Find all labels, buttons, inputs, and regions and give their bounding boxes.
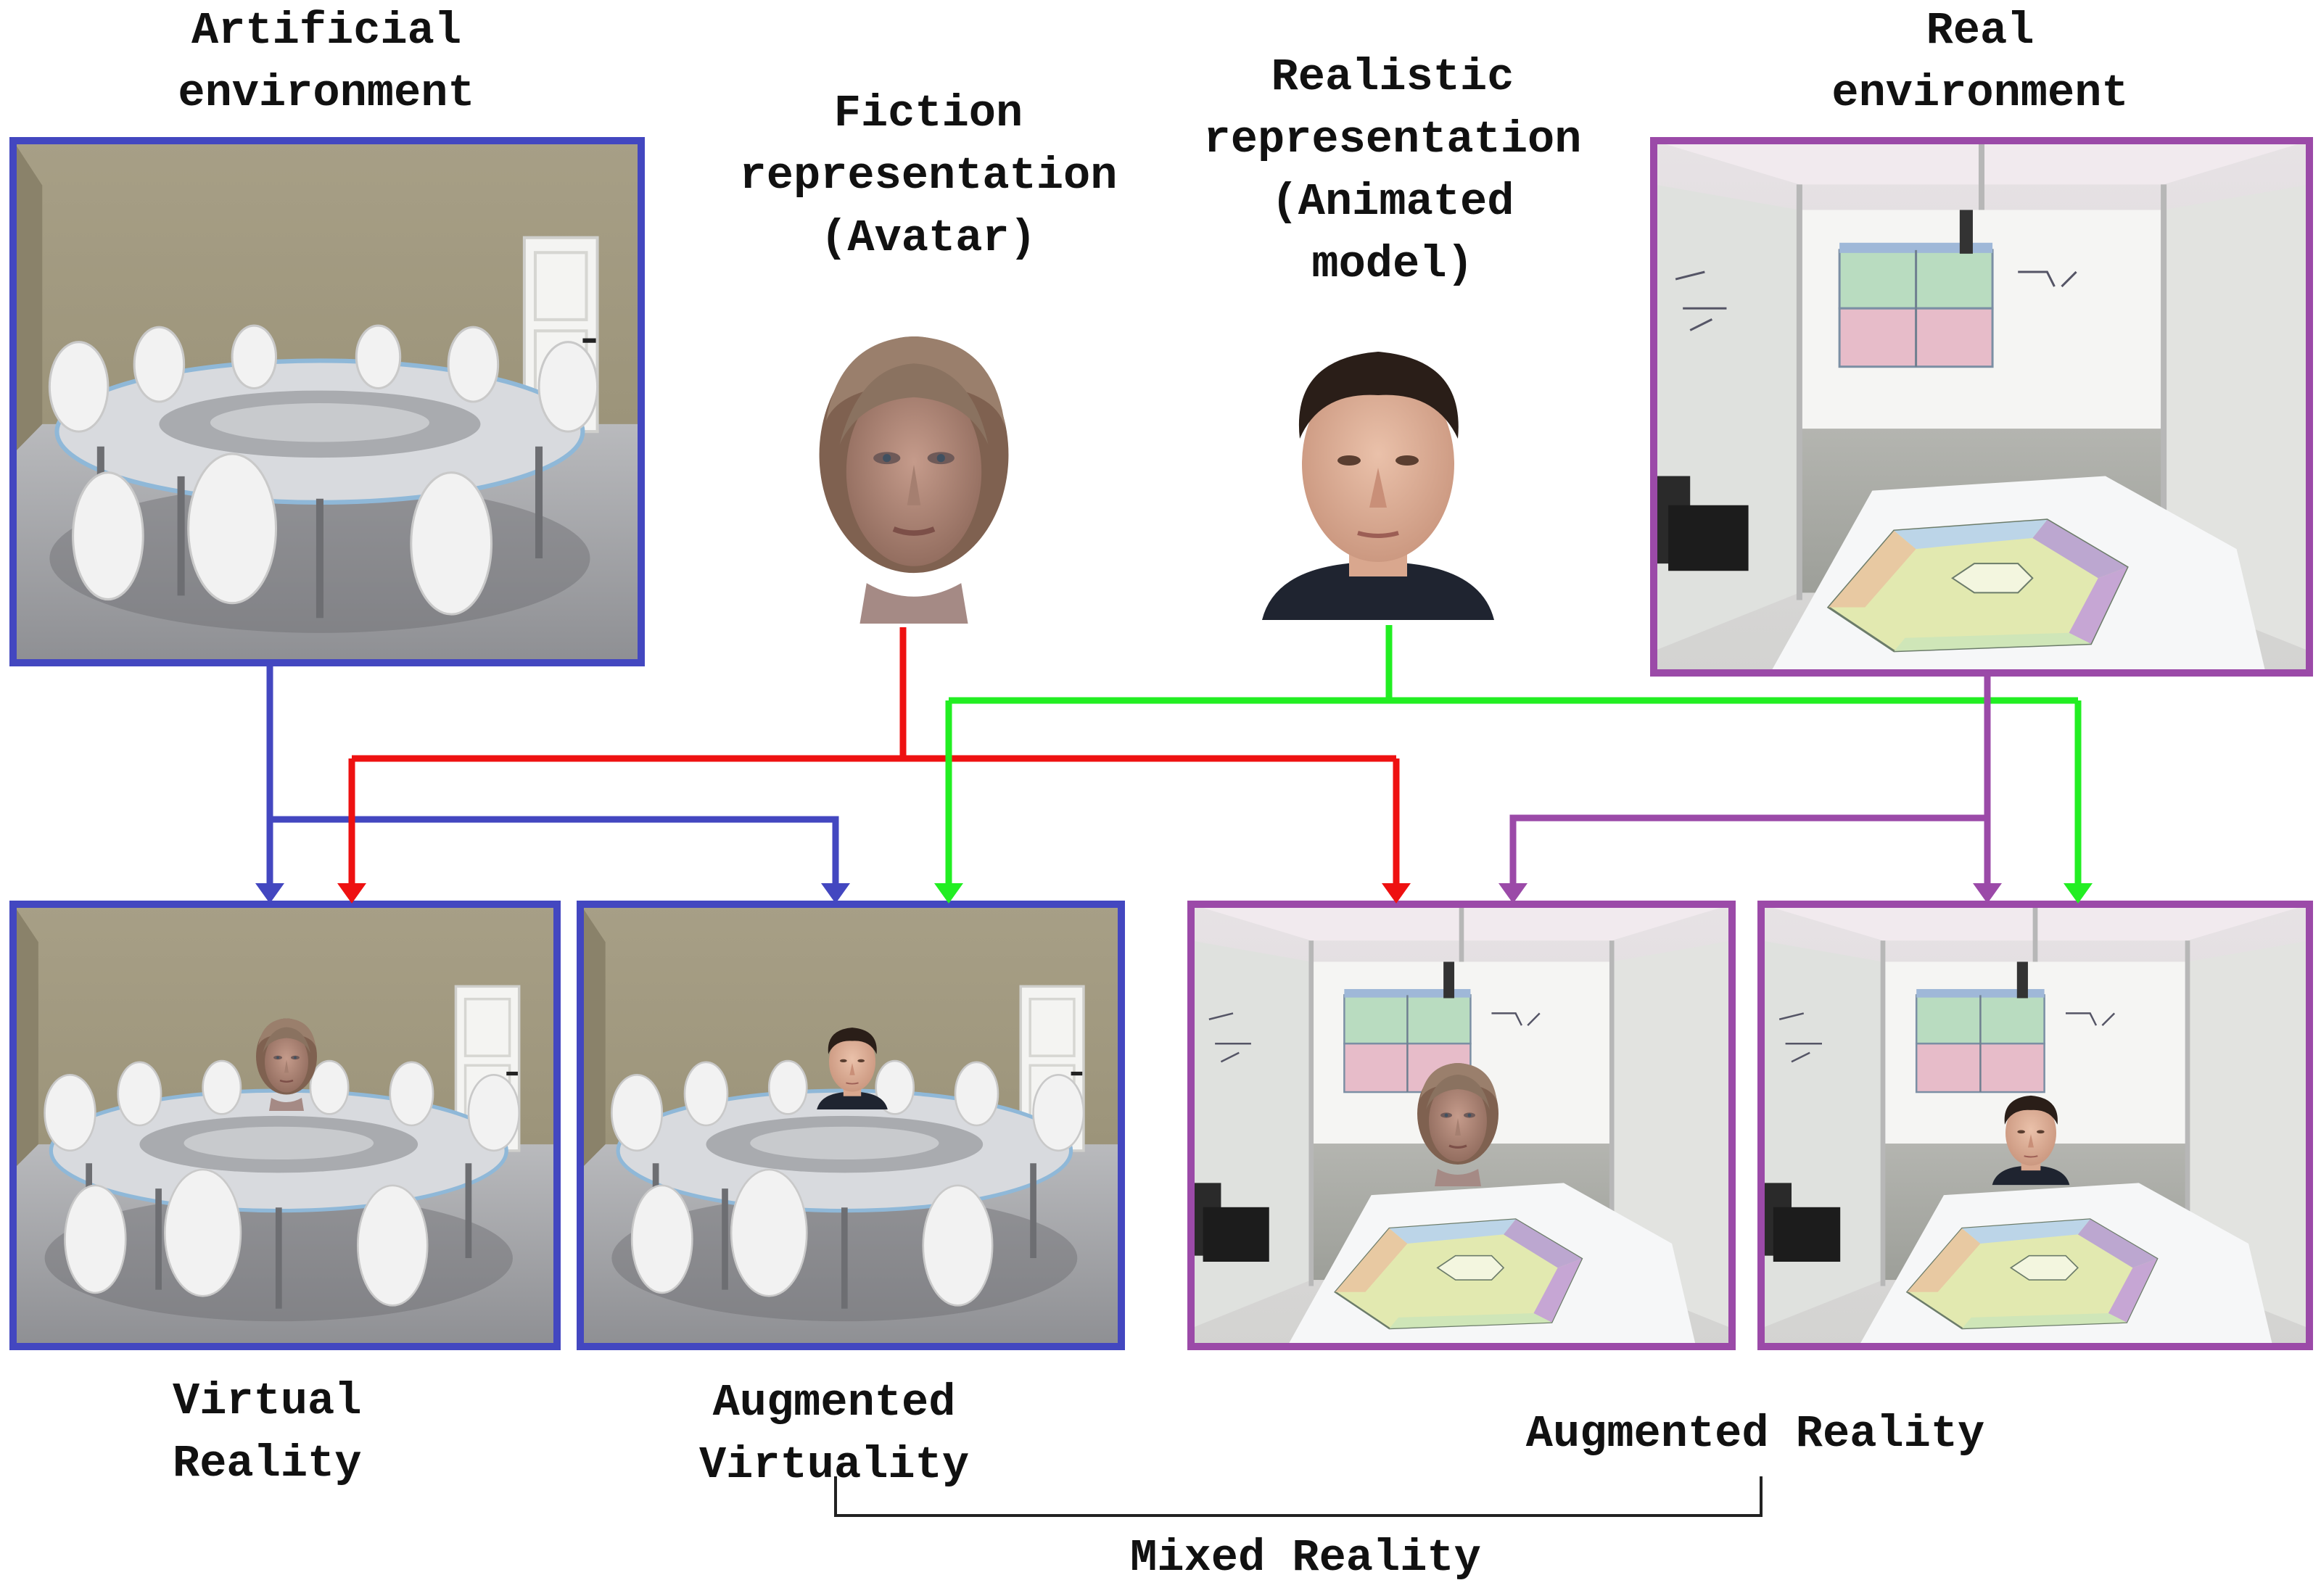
arrowhead-av-green [934, 883, 963, 904]
label-virtual-reality: Virtual Reality [173, 1376, 362, 1489]
mixed-reality-bracket [834, 1476, 1763, 1517]
arrowhead-ar1-red [1382, 883, 1411, 904]
realistic-connector [945, 625, 2082, 886]
augmented-virtuality-panel [577, 901, 1125, 1350]
arrowhead-vr-blue [255, 883, 284, 904]
arrowhead-ar2-purple [1973, 883, 2002, 904]
artificial-environment-panel [9, 137, 645, 666]
real-environment-panel [1650, 137, 2313, 677]
virtual-reality-panel [9, 901, 561, 1350]
arrowhead-ar1-purple [1498, 883, 1528, 904]
label-augmented-reality: Augmented Reality [1525, 1408, 1985, 1460]
fiction-connector [348, 627, 1400, 886]
real-connector [1509, 676, 1991, 886]
augmented-reality-avatar-panel [1187, 901, 1736, 1350]
label-artificial-environment: Artificial environment [178, 5, 475, 119]
arrowhead-ar2-green [2064, 883, 2093, 904]
fiction-avatar-image [820, 336, 1009, 624]
label-mixed-reality: Mixed Reality [1130, 1532, 1481, 1584]
label-realistic-representation: Realistic representation (Animated model… [1203, 51, 1582, 290]
artificial-connector [266, 666, 839, 886]
arrowhead-av-blue [821, 883, 850, 904]
label-fiction-representation: Fiction representation (Avatar) [739, 88, 1118, 264]
augmented-reality-model-panel [1757, 901, 2313, 1350]
realistic-model-image [1262, 352, 1494, 620]
label-real-environment: Real environment [1831, 5, 2129, 119]
label-augmented-virtuality: Augmented Virtuality [698, 1377, 970, 1491]
arrowhead-vr-red [337, 883, 366, 904]
